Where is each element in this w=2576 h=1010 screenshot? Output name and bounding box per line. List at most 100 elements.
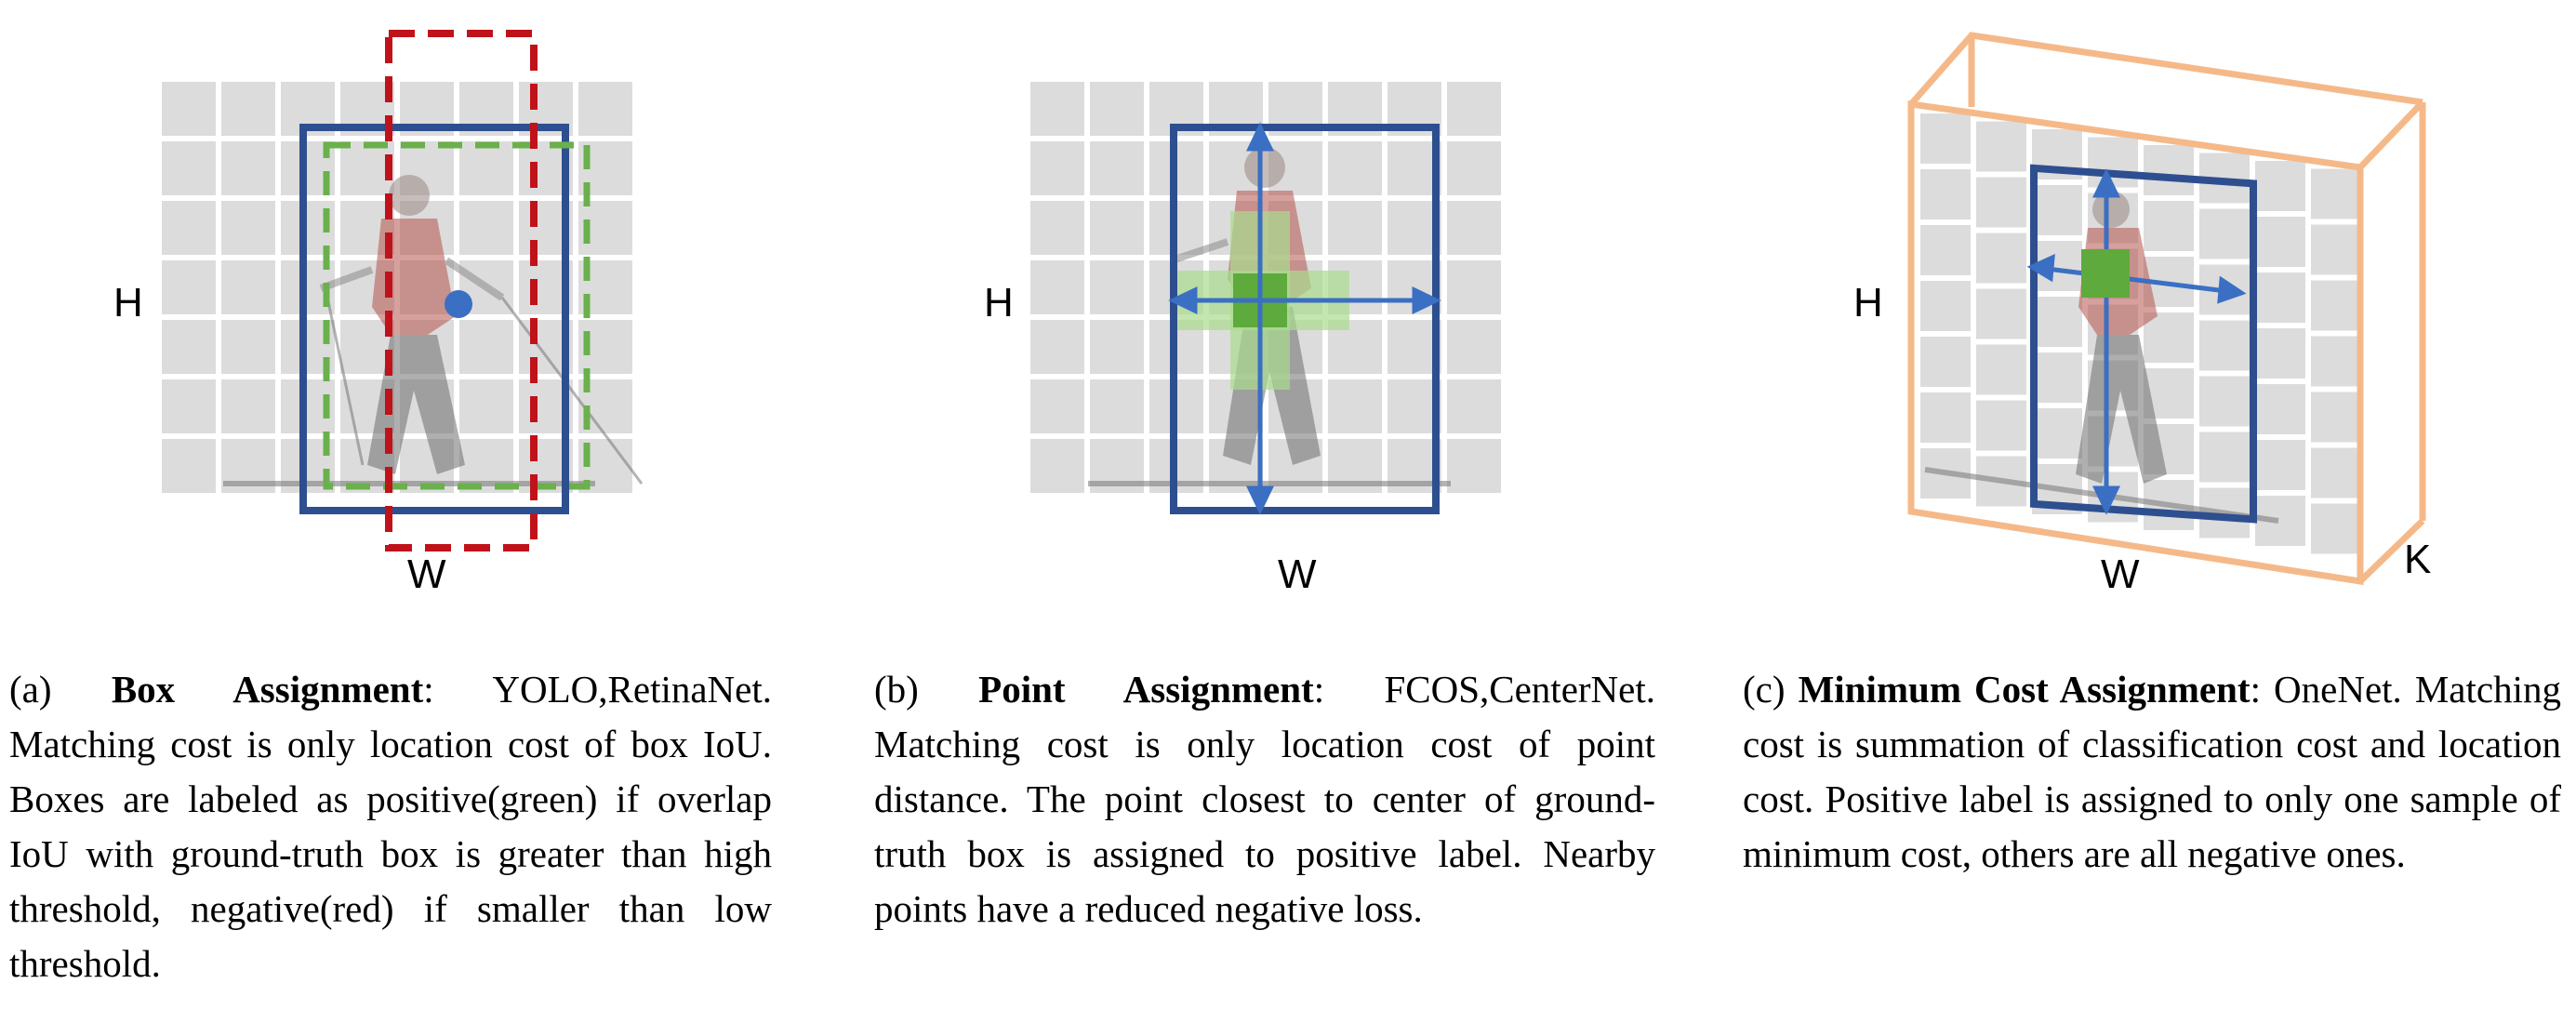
grid-cell — [2311, 447, 2361, 498]
panel-box-assignment: H W (a) Box Assignment: YOLO,RetinaNet. … — [0, 0, 837, 1010]
axis-label-h: H — [1853, 280, 1883, 326]
axis-label-k: K — [2404, 537, 2431, 582]
axis-label-h: H — [984, 280, 1014, 326]
grid-cell — [1976, 177, 2026, 228]
ground-truth-box — [299, 124, 569, 514]
grid-cell — [1090, 379, 1144, 433]
axis-label-w: W — [407, 552, 446, 597]
grid-cell — [1447, 320, 1501, 374]
grid-cell — [1328, 201, 1382, 255]
grid-cell — [2255, 161, 2305, 211]
grid-cell — [1030, 82, 1084, 136]
ground-truth-box — [1170, 124, 1440, 514]
grid-cell — [2311, 280, 2361, 331]
grid-cell — [2088, 137, 2138, 188]
caption-body: : FCOS,CenterNet. Matching cost is only … — [874, 668, 1655, 930]
panel-point-assignment: H W (b) Point Assignment: FCOS,CenterNet… — [865, 0, 1702, 1010]
grid-cell — [1447, 379, 1501, 433]
grid-cell — [2255, 217, 2305, 267]
box-assignment-diagram: H W — [113, 30, 644, 597]
caption-prefix: (c) — [1743, 668, 1799, 711]
grid-cell — [1328, 141, 1382, 195]
caption-prefix: (b) — [874, 668, 979, 711]
grid-cell — [1030, 320, 1084, 374]
grid-cell — [162, 379, 216, 433]
grid-cell — [2255, 384, 2305, 434]
grid-cell — [2255, 272, 2305, 323]
grid-cell — [1976, 344, 2026, 395]
grid-cell — [1920, 169, 1971, 219]
grid-cell — [1920, 225, 1971, 275]
grid-cell — [1976, 400, 2026, 451]
grid-cell — [1920, 392, 1971, 443]
grid-cell — [1030, 141, 1084, 195]
feature-grid — [1920, 113, 2361, 554]
caption-a: (a) Box Assignment: YOLO,RetinaNet. Matc… — [9, 662, 772, 991]
grid-cell — [1447, 141, 1501, 195]
grid-cell — [459, 320, 513, 374]
caption-body: : YOLO,RetinaNet. Matching cost is only … — [9, 668, 772, 985]
grid-cell — [1976, 233, 2026, 284]
grid-cell — [2255, 328, 2305, 379]
panel-minimum-cost-assignment: H W K (c) Minimum Cost Assignment: OneNe… — [1730, 0, 2576, 1010]
grid-cell — [2144, 312, 2194, 363]
grid-cell — [459, 201, 513, 255]
grid-cell — [2199, 432, 2250, 483]
axis-label-w: W — [2101, 552, 2140, 597]
grid-cell — [221, 201, 275, 255]
distance-arrows — [2026, 168, 2247, 515]
caption-prefix: (a) — [9, 668, 112, 711]
grid-cell — [2032, 185, 2082, 235]
grid-cell — [221, 141, 275, 195]
grid-cell — [1030, 260, 1084, 314]
grid-cell — [2311, 336, 2361, 387]
ground-truth-box — [2030, 164, 2257, 524]
grid-cell — [1328, 379, 1382, 433]
caption-title: Minimum Cost Assignment — [1798, 668, 2251, 711]
grid-cell — [2311, 392, 2361, 443]
grid-cell — [459, 141, 513, 195]
grid-cell — [1030, 439, 1084, 493]
grid-cell — [1030, 201, 1084, 255]
grid-cell — [1090, 260, 1144, 314]
grid-cell — [2199, 208, 2250, 259]
grid-cell — [1447, 260, 1501, 314]
caption-b: (b) Point Assignment: FCOS,CenterNet. Ma… — [874, 662, 1655, 937]
grid-cell — [2032, 408, 2082, 458]
axis-label-w: W — [1278, 552, 1317, 597]
grid-cell — [1976, 121, 2026, 172]
caption-title: Point Assignment — [978, 668, 1314, 711]
grid-cell — [2144, 201, 2194, 251]
grid-cell — [221, 379, 275, 433]
grid-cell — [221, 82, 275, 136]
center-point — [445, 290, 472, 318]
grid-cell — [162, 439, 216, 493]
axis-label-h: H — [113, 280, 143, 326]
distance-arrows — [1168, 122, 1441, 515]
point-assignment-diagram: H W — [984, 82, 1501, 597]
grid-cell — [2199, 320, 2250, 371]
caption-body: : OneNet. Matching cost is summation of … — [1743, 668, 2561, 875]
grid-cell — [1447, 82, 1501, 136]
grid-cell — [1447, 201, 1501, 255]
grid-cell — [162, 260, 216, 314]
caption-c: (c) Minimum Cost Assignment: OneNet. Mat… — [1743, 662, 2561, 882]
grid-cell — [162, 201, 216, 255]
grid-cell — [2144, 145, 2194, 195]
positive-box — [323, 141, 591, 490]
grid-cell — [1920, 113, 1971, 164]
grid-cell — [1920, 281, 1971, 331]
grid-cell — [578, 82, 632, 136]
grid-cell — [2311, 168, 2361, 219]
grid-cell — [2032, 352, 2082, 403]
positive-sample-cell — [2081, 249, 2130, 298]
grid-cell — [1090, 201, 1144, 255]
grid-cell — [459, 379, 513, 433]
negative-box — [385, 30, 538, 552]
grid-cell — [221, 320, 275, 374]
grid-cell — [162, 320, 216, 374]
grid-cell — [162, 141, 216, 195]
minimum-cost-diagram: H W K — [1853, 32, 2431, 597]
grid-cell — [1090, 82, 1144, 136]
grid-cell — [2311, 503, 2361, 554]
